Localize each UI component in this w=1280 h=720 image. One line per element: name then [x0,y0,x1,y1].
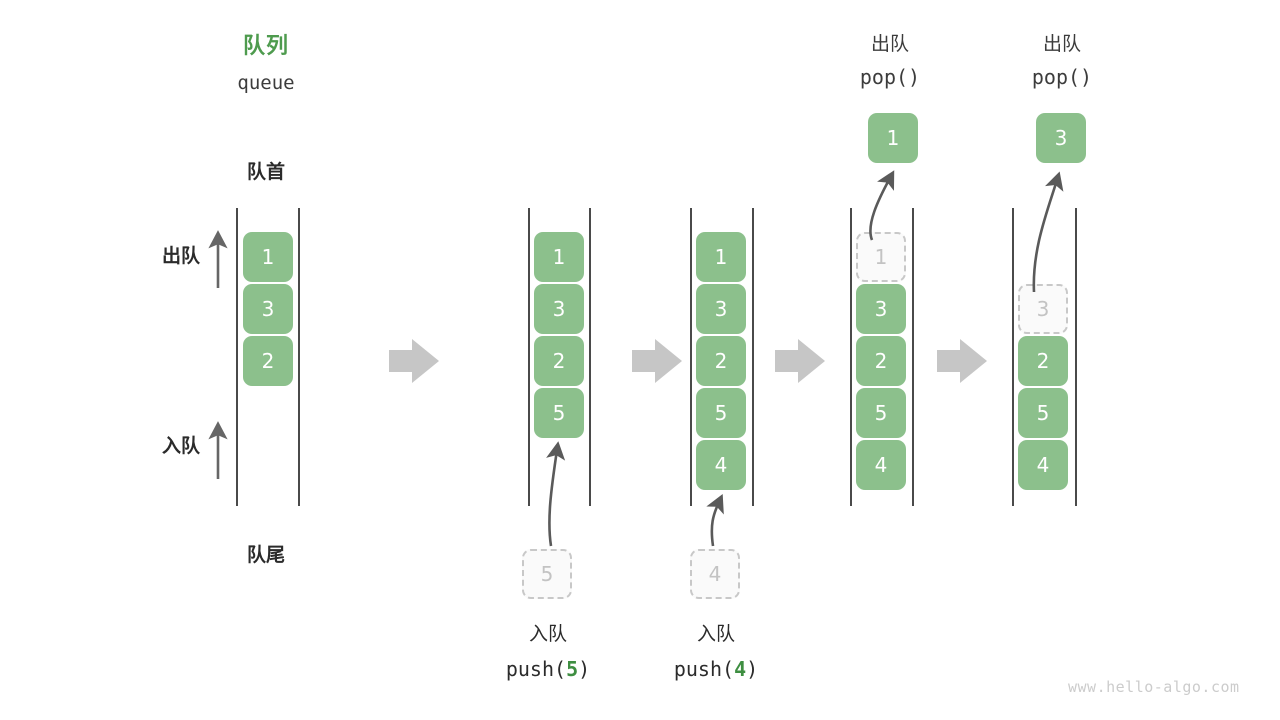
queue-cell: 3 [856,284,906,334]
queue-rail-left-col5 [1012,208,1014,506]
queue-rail-right-col2 [589,208,591,506]
queue-cell-removed: 3 [1018,284,1068,334]
queue-cell-removed: 1 [856,232,906,282]
queue-cell: 5 [1018,388,1068,438]
incoming-ghost-cell: 4 [690,549,740,599]
popped-cell: 1 [868,113,918,163]
pop-arrow-1 [869,170,895,241]
op-arg: 4 [734,657,747,681]
operation-label-en: pop() [1031,65,1093,89]
queue-cell: 2 [243,336,293,386]
operation-label-en: push(5) [468,654,628,684]
queue-cell: 2 [856,336,906,386]
queue-cell: 1 [696,232,746,282]
front-label: 队首 [246,161,285,183]
push-arrow-5 [546,441,566,547]
queue-cell: 1 [243,232,293,282]
queue-rail-left-col1 [236,208,238,506]
enqueue-side-label: 入队 [161,435,200,457]
queue-rail-right-col4 [912,208,914,506]
queue-rail-right-col5 [1075,208,1077,506]
op-prefix: push( [673,657,735,681]
queue-cell: 3 [534,284,584,334]
step-arrow-3 [775,339,825,383]
queue-rail-left-col2 [528,208,530,506]
push-arrow-4 [706,493,724,547]
queue-cell: 5 [856,388,906,438]
op-prefix: push( [505,657,567,681]
queue-cell: 1 [534,232,584,282]
step-arrow-4 [937,339,987,383]
op-arg: 5 [566,657,579,681]
step-arrow-2 [632,339,682,383]
popped-cell: 3 [1036,113,1086,163]
page-title-en: queue [237,72,295,94]
operation-label-cn: 入队 [696,623,735,645]
operation-label-en: pop() [859,65,921,89]
queue-cell: 2 [534,336,584,386]
operation-label-en: push(4) [636,654,796,684]
queue-cell: 4 [696,440,746,490]
step-arrow-1 [389,339,439,383]
queue-rail-left-col4 [850,208,852,506]
queue-cell: 5 [696,388,746,438]
queue-cell: 2 [1018,336,1068,386]
operation-label-cn: 出队 [1042,33,1081,55]
queue-cell: 4 [856,440,906,490]
rear-label: 队尾 [246,544,285,566]
page-title-cn: 队列 [242,34,289,59]
queue-cell: 2 [696,336,746,386]
operation-label-cn: 出队 [870,33,909,55]
queue-rail-right-col3 [752,208,754,506]
queue-cell: 5 [534,388,584,438]
op-suffix: ) [746,657,759,681]
queue-cell: 4 [1018,440,1068,490]
pop-arrow-3 [1032,171,1064,293]
queue-rail-left-col3 [690,208,692,506]
operation-label-cn: 入队 [528,623,567,645]
queue-cell: 3 [696,284,746,334]
queue-cell: 3 [243,284,293,334]
dequeue-side-label: 出队 [161,245,200,267]
op-suffix: ) [578,657,591,681]
watermark: www.hello-algo.com [1068,678,1240,696]
incoming-ghost-cell: 5 [522,549,572,599]
queue-rail-right-col1 [298,208,300,506]
